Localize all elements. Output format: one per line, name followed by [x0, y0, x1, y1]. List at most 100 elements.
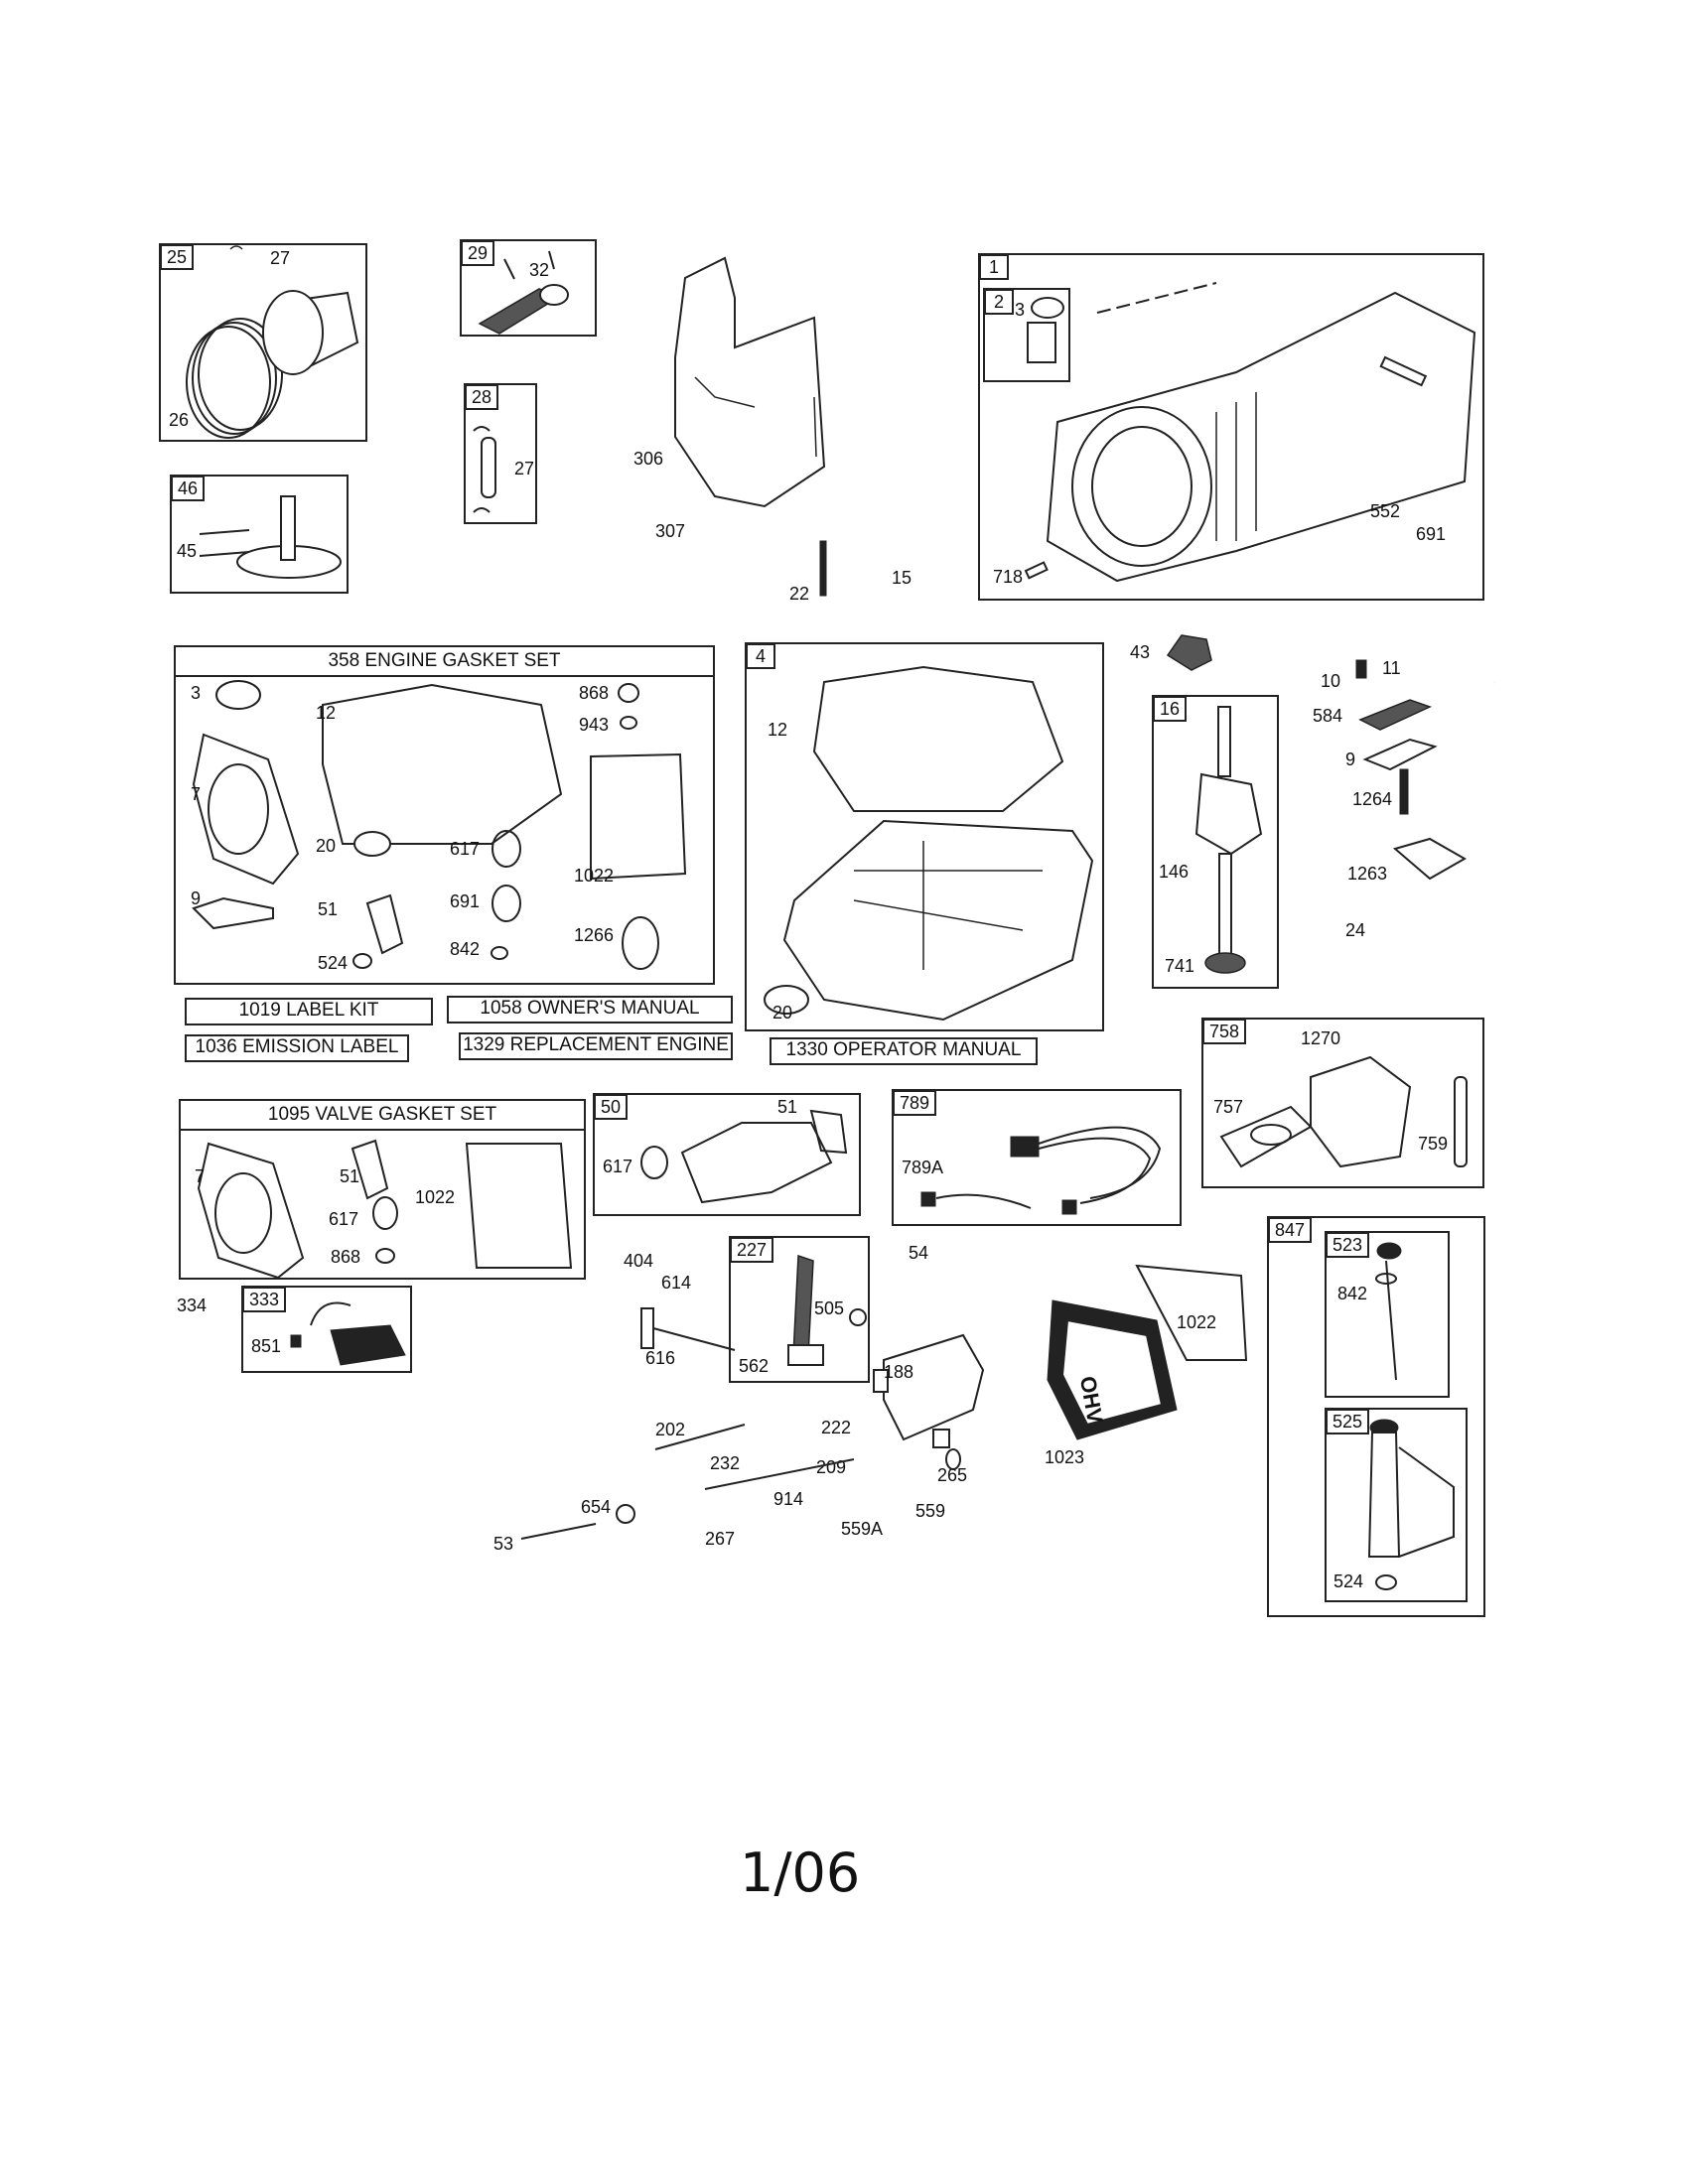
label-524-tube: 524 [1333, 1571, 1364, 1591]
valve-label-868: 868 [331, 1247, 361, 1267]
valve-label-1022: 1022 [415, 1187, 456, 1207]
label-45: 45 [177, 541, 198, 561]
intake-manifold-art [640, 1109, 848, 1204]
plate-1263-art [1392, 837, 1468, 881]
label-1023: 1023 [1045, 1447, 1085, 1467]
screw-1264-art [1399, 768, 1409, 815]
box-523-tag: 523 [1326, 1232, 1370, 1258]
manifold-label-51: 51 [777, 1097, 798, 1117]
piston-art [186, 245, 359, 439]
control-bracket-art [873, 1333, 985, 1470]
armature-art [290, 1301, 406, 1366]
label-842-dipstick: 842 [1337, 1284, 1368, 1303]
box-2-tag: 2 [984, 289, 1014, 315]
box-50-intake-manifold: 50 [593, 1093, 861, 1216]
box-16-tag: 16 [1153, 696, 1188, 722]
box-333-tag: 333 [242, 1287, 287, 1312]
gasket-label-943: 943 [579, 715, 610, 735]
label-562: 562 [739, 1356, 770, 1376]
gasket-label-868: 868 [579, 683, 610, 703]
gasket-label-12: 12 [316, 703, 337, 723]
label-1264: 1264 [1352, 789, 1393, 809]
box-2-bearing: 2 [983, 288, 1070, 382]
box-25-piston: 25 [159, 243, 367, 442]
box-28-tag: 28 [465, 384, 499, 410]
link-616-art [640, 1307, 736, 1351]
wire-harness-art [920, 1126, 1162, 1215]
label-789a: 789A [902, 1158, 944, 1177]
box-523-dipstick: 523 [1325, 1231, 1450, 1398]
valve-label-51: 51 [340, 1166, 360, 1186]
label-616: 616 [645, 1348, 676, 1368]
linkage-rods-art [654, 1424, 855, 1490]
label-741: 741 [1165, 956, 1195, 976]
breather-cover-584-art [1358, 699, 1433, 731]
box-46-camshaft: 46 [170, 475, 349, 594]
breather-tube-art [1355, 659, 1495, 689]
box-333-armature: 333 [241, 1286, 412, 1373]
gasket-9-art [1362, 738, 1438, 771]
operator-manual-1330: 1330 OPERATOR MANUAL [770, 1037, 1038, 1065]
box-758-tag: 758 [1202, 1019, 1247, 1044]
valve-gasket-set-art [197, 1139, 573, 1280]
gasket-label-1266: 1266 [574, 925, 615, 945]
label-27-pin: 27 [514, 459, 535, 478]
owners-manual-1058: 1058 OWNER'S MANUAL [447, 996, 733, 1024]
label-232: 232 [710, 1453, 741, 1473]
box-789-tag: 789 [893, 1090, 937, 1116]
label-1022-cover-gasket: 1022 [1177, 1312, 1217, 1332]
emission-label-1036: 1036 EMISSION LABEL [185, 1034, 409, 1062]
box-16-crankshaft: 16 [1152, 695, 1279, 989]
valve-gasket-set-box: 1095 VALVE GASKET SET [179, 1099, 586, 1280]
box-4-crankcase-cover: 4 [745, 642, 1104, 1031]
engine-block-art [1024, 282, 1476, 583]
box-525-tag: 525 [1326, 1409, 1370, 1434]
label-32: 32 [529, 260, 550, 280]
label-222: 222 [821, 1418, 852, 1437]
label-851: 851 [251, 1336, 282, 1356]
gasket-label-51: 51 [318, 899, 339, 919]
label-614: 614 [661, 1273, 692, 1293]
crankshaft-art [1194, 706, 1263, 974]
label-9: 9 [1345, 750, 1356, 769]
engine-gasket-set-box: 358 ENGINE GASKET SET [174, 645, 715, 985]
gasket-label-617: 617 [450, 839, 481, 859]
label-718: 718 [993, 567, 1024, 587]
label-3-box2: 3 [1015, 300, 1026, 320]
label-404: 404 [624, 1251, 654, 1271]
label-kit-1019: 1019 LABEL KIT [185, 998, 433, 1025]
manifold-label-617: 617 [603, 1157, 633, 1176]
gasket-label-9: 9 [191, 888, 202, 908]
gasket-label-1022: 1022 [574, 866, 615, 886]
box-789-wire-harness: 789 [892, 1089, 1182, 1226]
label-307: 307 [655, 521, 686, 541]
label-691: 691 [1416, 524, 1447, 544]
blower-housing-art [674, 256, 826, 508]
valve-gasket-set-header: 1095 VALVE GASKET SET [181, 1101, 584, 1131]
label-559: 559 [915, 1501, 946, 1521]
box-29-tag: 29 [461, 240, 495, 266]
box-227-governor-lever: 227 [729, 1236, 870, 1383]
box-1-engine-block: 1 [978, 253, 1484, 601]
gasket-label-7: 7 [191, 784, 202, 804]
oil-pump-art [1219, 1055, 1468, 1168]
gasket-label-691: 691 [450, 891, 481, 911]
label-11: 11 [1382, 658, 1401, 678]
valve-label-617: 617 [329, 1209, 359, 1229]
box-847-dipstick-assembly: 847 [1267, 1216, 1485, 1617]
label-914: 914 [773, 1489, 804, 1509]
cover-label-20: 20 [772, 1003, 793, 1023]
label-24: 24 [1345, 920, 1366, 940]
connecting-rod-art [478, 250, 569, 335]
gasket-label-524: 524 [318, 953, 349, 973]
label-267: 267 [705, 1529, 736, 1549]
label-53: 53 [493, 1534, 514, 1554]
label-552: 552 [1370, 501, 1401, 521]
governor-lever-art [787, 1254, 867, 1366]
gasket-label-3: 3 [191, 683, 202, 703]
label-146: 146 [1159, 862, 1190, 882]
piston-pin-art [473, 426, 496, 513]
box-758-oil-pump: 758 [1201, 1018, 1484, 1188]
box-50-tag: 50 [594, 1094, 629, 1120]
replacement-engine-1329: 1329 REPLACEMENT ENGINE [459, 1032, 733, 1060]
